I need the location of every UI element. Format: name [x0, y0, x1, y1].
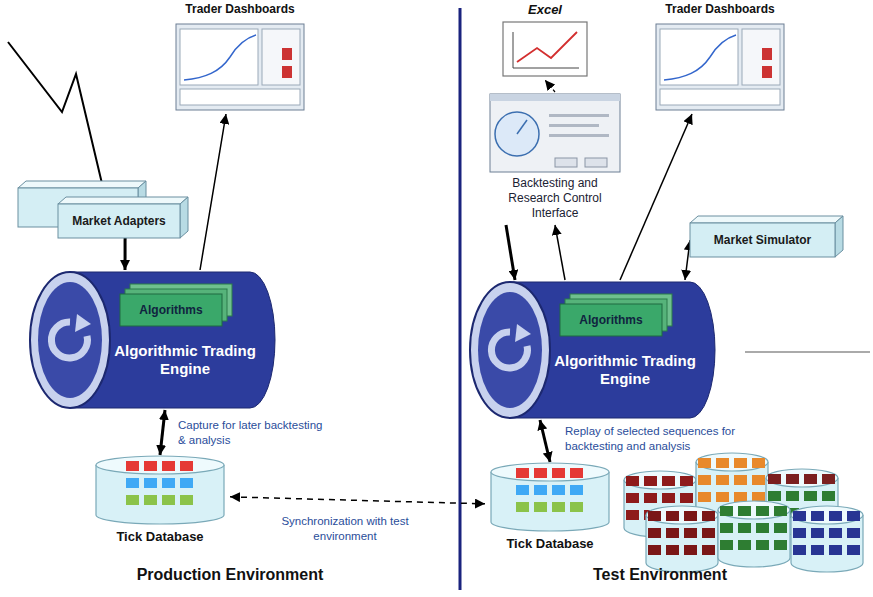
node-text: Backtesting and Research Control Interfa… — [485, 176, 625, 221]
connector-arrow — [620, 114, 692, 280]
node-text: Algorithms — [139, 303, 202, 317]
connector-arrow — [685, 240, 690, 280]
connector-arrow — [506, 225, 515, 280]
database-drum — [485, 462, 615, 534]
dashboard-panel: Trader Dashboards — [650, 2, 790, 114]
connector-arrow — [200, 114, 226, 270]
connector-arrow — [160, 410, 165, 455]
environment-title: Test Environment — [540, 566, 780, 584]
node-text: Tick Database — [485, 536, 615, 551]
node-text: Trader Dashboards — [650, 2, 790, 16]
edge-label: Replay of selected sequences for backtes… — [565, 424, 770, 454]
node-text: Algorithms — [579, 313, 642, 327]
database-drum — [90, 455, 230, 527]
node-text: Tick Database — [90, 529, 230, 544]
node-text: Excel — [495, 2, 595, 17]
dashboard-screen — [170, 2, 310, 114]
database-cylinder: Tick Database — [485, 462, 615, 555]
connector-arrow — [540, 420, 550, 462]
grey-rule — [745, 351, 870, 353]
dashboard-panel: Trader Dashboards — [170, 2, 310, 114]
connector-arrow — [124, 238, 127, 270]
adapter-box: Market Adapters — [58, 196, 180, 238]
extra-databases — [624, 453, 863, 572]
control-interface: Backtesting and Research Control Interfa… — [485, 92, 625, 225]
environment-title: Production Environment — [110, 566, 350, 584]
connector-arrow — [230, 497, 485, 504]
connector-arrow — [545, 80, 555, 92]
engine-cylinder: Algorithmic Trading Engine Algorithms — [25, 270, 275, 410]
connector-arrow — [555, 225, 565, 280]
excel-chart: Excel — [495, 2, 595, 80]
dashboard-screen — [650, 2, 790, 114]
simulator-box: Market Simulator — [690, 215, 835, 257]
database-cylinder: Tick Database — [90, 455, 230, 548]
edge-label: Synchronization with test environment — [252, 514, 438, 544]
engine-cylinder: Algorithmic Trading Engine Algorithms — [465, 280, 715, 420]
interface-window — [485, 92, 625, 174]
algorithm-stack: Algorithms — [120, 294, 222, 326]
edge-label: Capture for later backtesting & analysis — [178, 418, 328, 448]
node-text: Market Simulator — [714, 233, 811, 247]
node-text: Market Adapters — [72, 214, 166, 228]
node-text: Algorithmic Trading Engine — [110, 342, 260, 378]
market-feed-line — [8, 42, 104, 192]
algorithm-stack: Algorithms — [560, 304, 662, 336]
node-text: Trader Dashboards — [170, 2, 310, 16]
node-text: Algorithmic Trading Engine — [550, 352, 700, 388]
